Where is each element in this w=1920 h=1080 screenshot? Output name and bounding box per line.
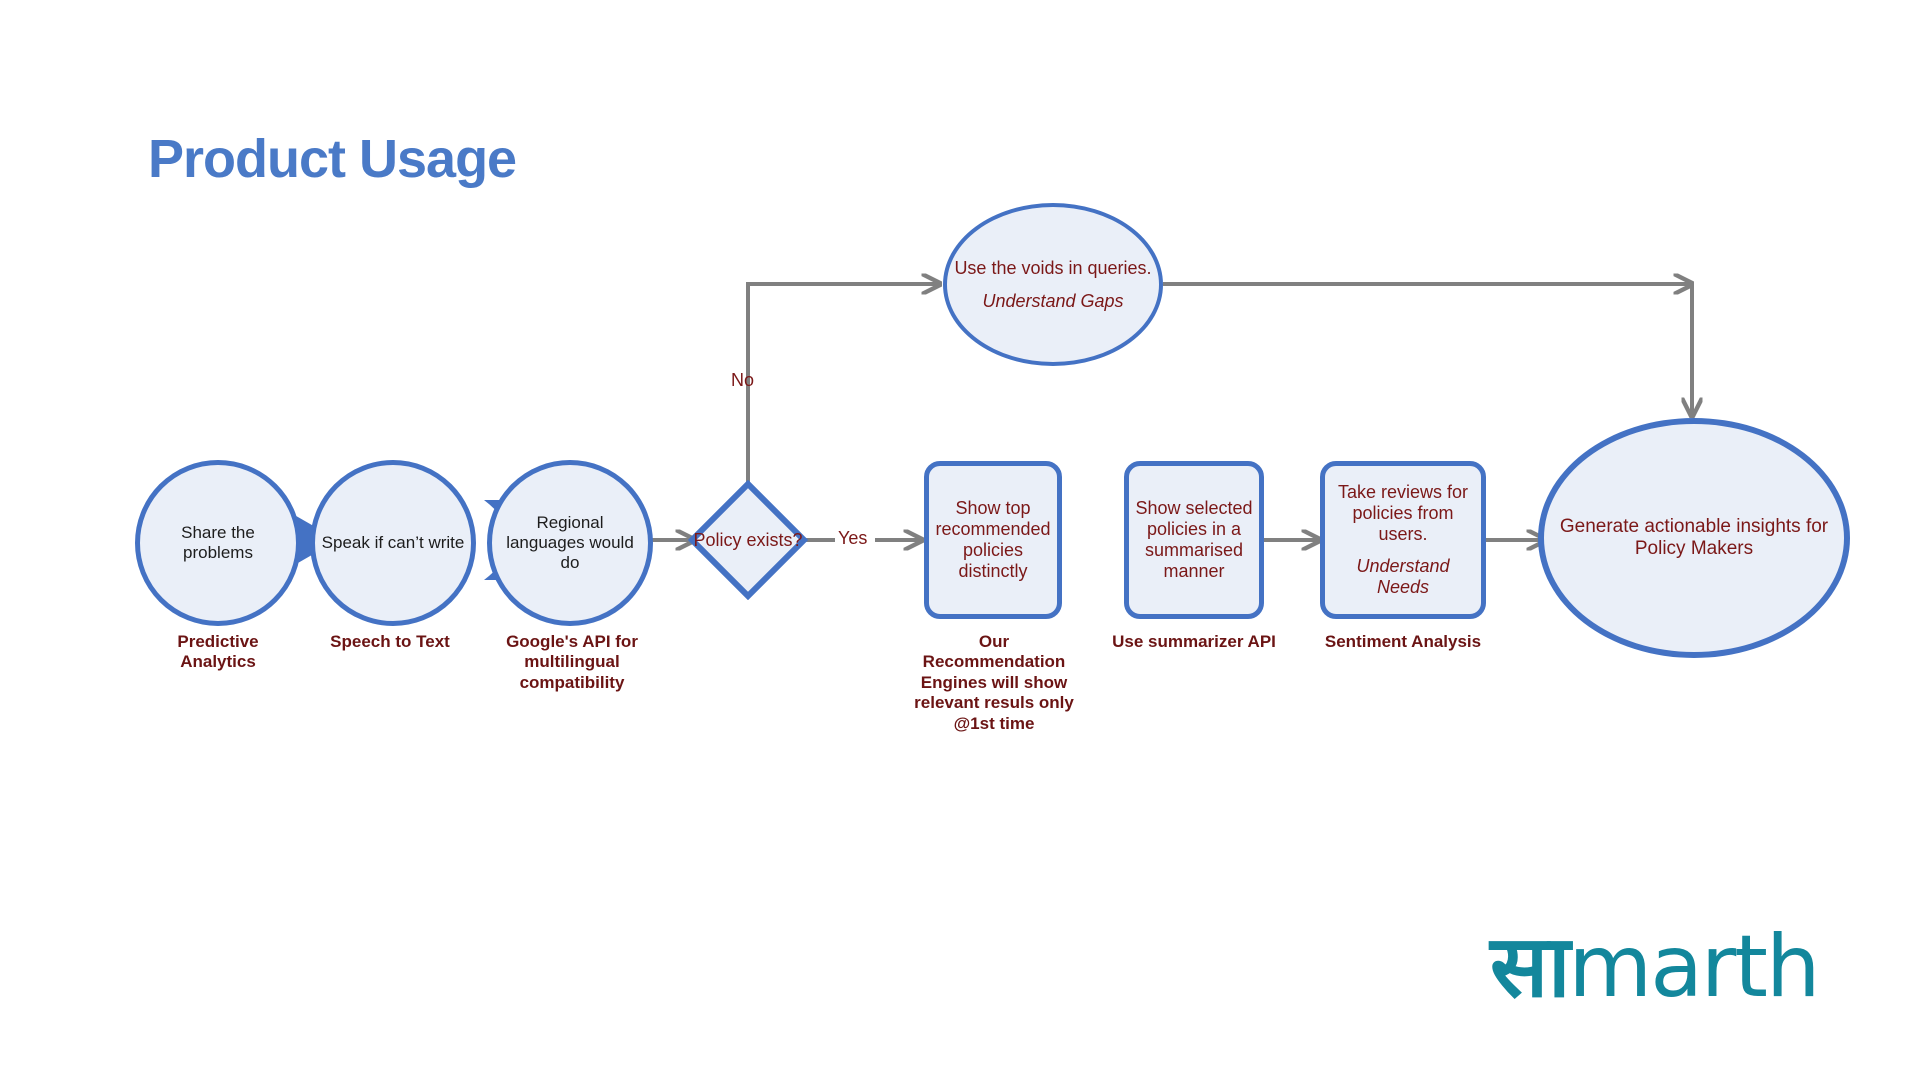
node-show-selected-summarised[interactable]: Show selected policies in a summarised m… xyxy=(1124,461,1264,619)
caption-predictive-analytics: Predictive Analytics xyxy=(177,632,259,672)
node-take-reviews[interactable]: Take reviews for policies from users. Un… xyxy=(1320,461,1486,619)
caption-recommendation-engines: Our Recommendation Engines will show rel… xyxy=(914,632,1074,733)
node-generate-insights-label: Generate actionable insights for Policy … xyxy=(1559,515,1829,559)
caption-use-summarizer-api: Use summarizer API xyxy=(1112,632,1276,651)
edge-gaps-to-insights xyxy=(1163,282,1692,416)
logo-devanagari: सा xyxy=(1490,917,1570,1017)
page-title: Product Usage xyxy=(148,129,517,189)
caption-sentiment-analysis: Sentiment Analysis xyxy=(1324,632,1482,651)
node-take-reviews-label: Take reviews for policies from users. xyxy=(1337,481,1469,544)
node-show-top-recommended-label: Show top recommended policies distinctly xyxy=(935,498,1051,581)
node-share-problems-label: Share the problems xyxy=(181,523,255,562)
node-policy-exists-label: Policy exists? xyxy=(693,529,803,550)
edge-label-yes: Yes xyxy=(838,528,868,548)
node-speak-if-cant-write[interactable]: Speak if can’t write xyxy=(310,460,476,626)
node-show-selected-summarised-label: Show selected policies in a summarised m… xyxy=(1135,498,1253,581)
samarth-logo: साmarth xyxy=(1490,905,1820,1022)
caption-speech-to-text: Speech to Text xyxy=(330,632,450,651)
caption-google-api: Google's API for multilingual compatibil… xyxy=(506,632,638,692)
node-regional-languages-label: Regional languages would do xyxy=(506,513,634,572)
node-generate-insights[interactable]: Generate actionable insights for Policy … xyxy=(1538,418,1850,658)
node-take-reviews-subtitle: Understand Needs xyxy=(1356,556,1450,598)
node-speak-if-cant-write-label: Speak if can’t write xyxy=(321,533,465,553)
node-show-top-recommended[interactable]: Show top recommended policies distinctly xyxy=(924,461,1062,619)
logo-latin: marth xyxy=(1568,917,1820,1017)
diamond-shape xyxy=(688,480,808,600)
node-understand-gaps-subtitle: Understand Gaps xyxy=(982,290,1124,311)
node-share-problems[interactable]: Share the problems xyxy=(135,460,301,626)
edge-decision-no-to-gaps xyxy=(748,284,940,521)
edge-label-no: No xyxy=(731,370,755,390)
node-policy-exists-decision[interactable]: Policy exists? xyxy=(688,480,808,600)
node-understand-gaps-label: Use the voids in queries. xyxy=(954,257,1152,278)
node-understand-gaps[interactable]: Use the voids in queries. Understand Gap… xyxy=(943,203,1163,366)
node-regional-languages[interactable]: Regional languages would do xyxy=(487,460,653,626)
